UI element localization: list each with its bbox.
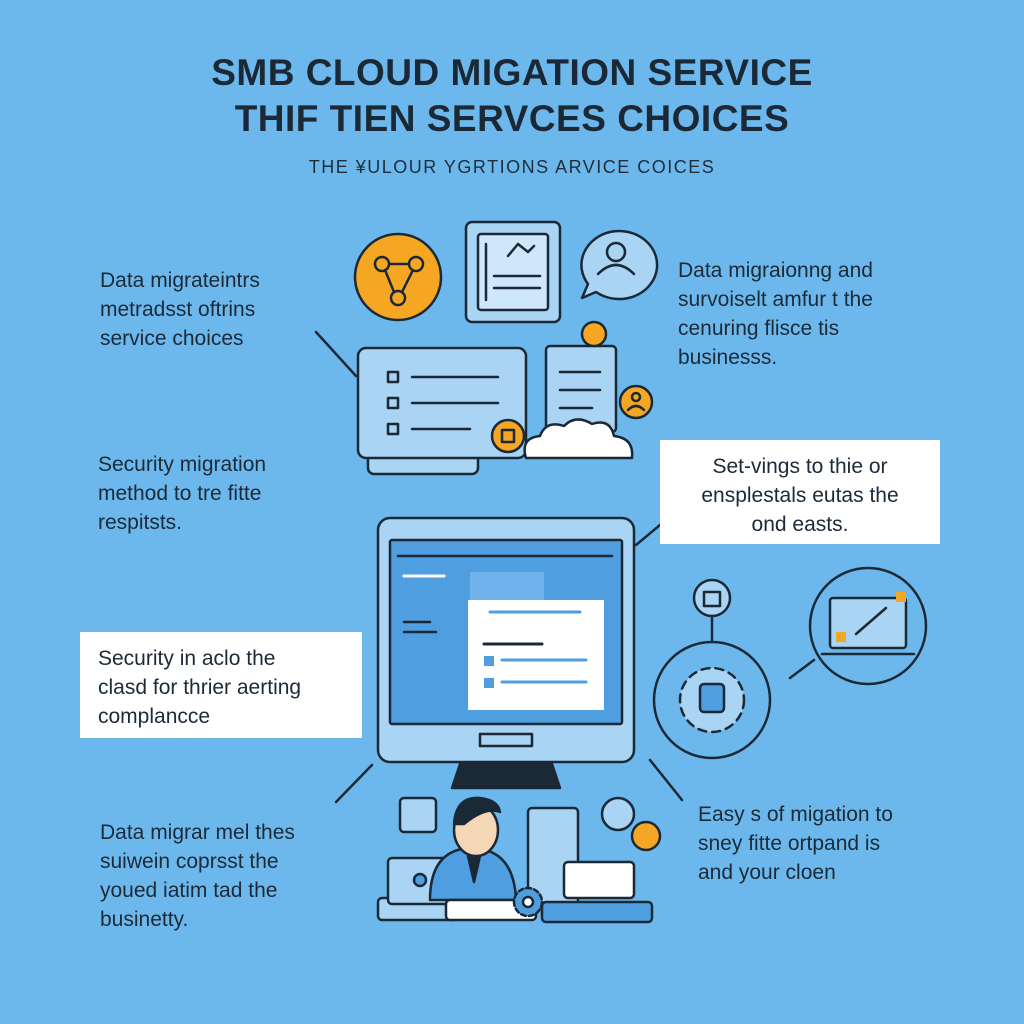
- document-icon: [464, 220, 562, 324]
- laptop-icon: [808, 566, 928, 686]
- person-at-desk-icon: [376, 796, 538, 922]
- network-hub-icon: [353, 232, 443, 322]
- monitor-icon: [376, 516, 636, 790]
- page-title-line1: SMB CLOUD MIGATION SERVICE: [211, 52, 813, 93]
- server-icon: [526, 796, 662, 924]
- user-chat-icon: [580, 229, 659, 301]
- page-subtitle: THE ¥ULOUR YGRTIONS ARVICE COICES: [308, 157, 716, 177]
- note-mid-left: Security migration method to tre fitte r…: [98, 453, 267, 534]
- list-window-icon: [356, 346, 528, 476]
- note-top-right: Data migraionng and survoiselt amfur t t…: [678, 259, 873, 369]
- note-left-box: Security in aclo the clasd for thrier ae…: [80, 632, 362, 738]
- note-mid-right-box: Set-vings to thie or ensplestals eutas t…: [660, 440, 940, 544]
- gear-icon: [512, 886, 544, 918]
- note-bottom-right: Easy s of migation to sney fitte ortpand…: [698, 803, 893, 884]
- shield-lock-icon: [652, 578, 772, 760]
- connector-lines: [314, 268, 816, 804]
- page-title-line2: THIF TIEN SERVCES CHOICES: [234, 98, 790, 139]
- note-bottom-left: Data migrar mel thes suiwein coprsst the…: [100, 821, 295, 931]
- note-top-left: Data migrateintrs metradsst oftrins serv…: [100, 269, 260, 350]
- cloud-icon: [523, 418, 634, 460]
- clipboard-icon: [490, 320, 654, 454]
